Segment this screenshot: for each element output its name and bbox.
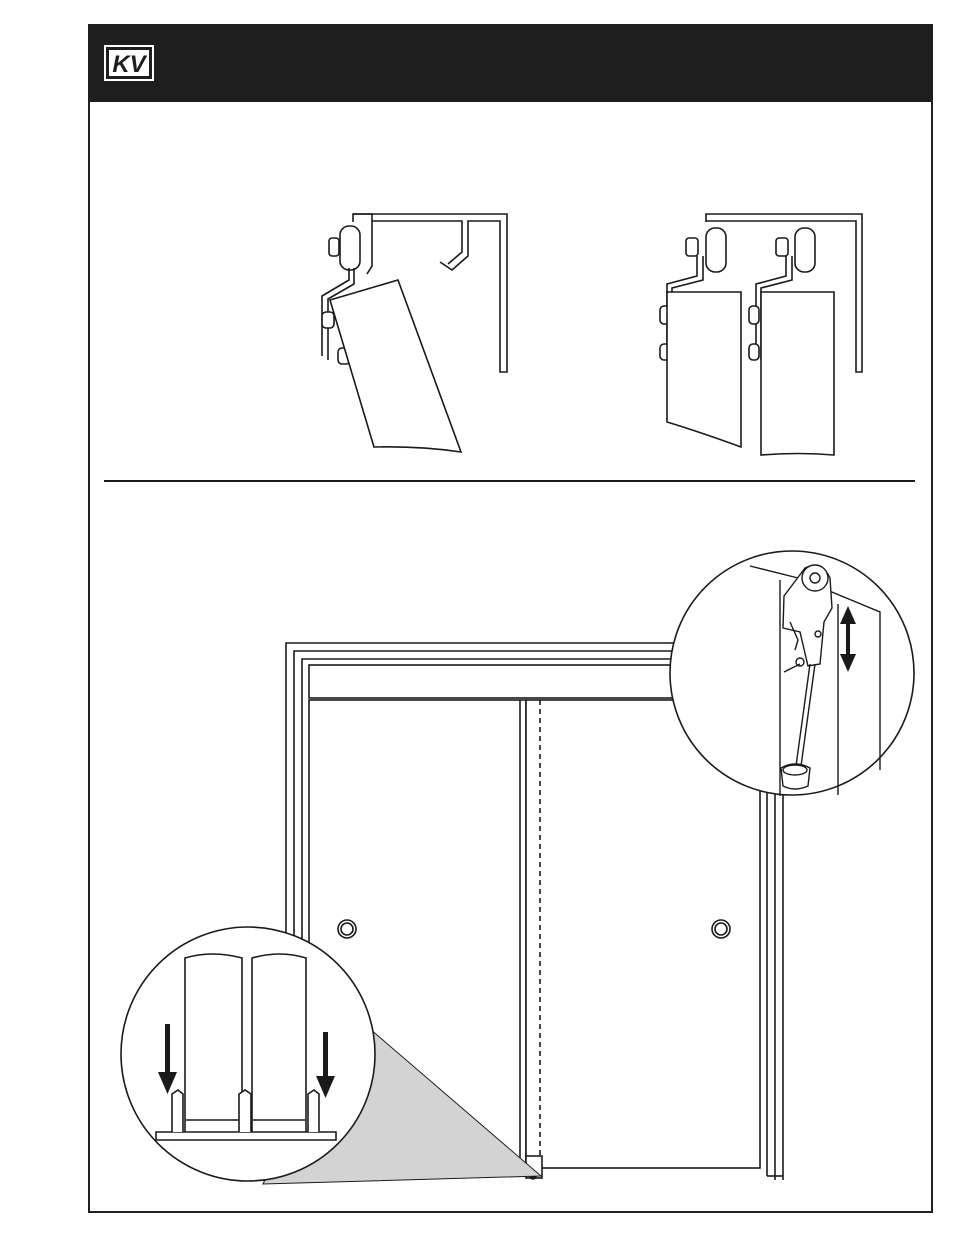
roller-wheel bbox=[340, 226, 360, 270]
hanger-tilt-figure bbox=[322, 214, 507, 452]
hanger-pair-figure bbox=[660, 214, 862, 455]
roller-wheel-front bbox=[706, 228, 726, 272]
rear-door-section bbox=[761, 292, 834, 455]
guide-base bbox=[156, 1132, 336, 1140]
hanger-adjust-detail bbox=[670, 551, 914, 796]
detail-door-right bbox=[252, 954, 306, 1136]
tilted-door bbox=[330, 280, 461, 452]
front-door-section bbox=[667, 292, 741, 447]
detail-roller bbox=[802, 565, 828, 591]
roller-wheel-rear bbox=[795, 228, 815, 272]
floor-guide-detail bbox=[121, 927, 375, 1181]
detail-door-left bbox=[185, 954, 242, 1136]
